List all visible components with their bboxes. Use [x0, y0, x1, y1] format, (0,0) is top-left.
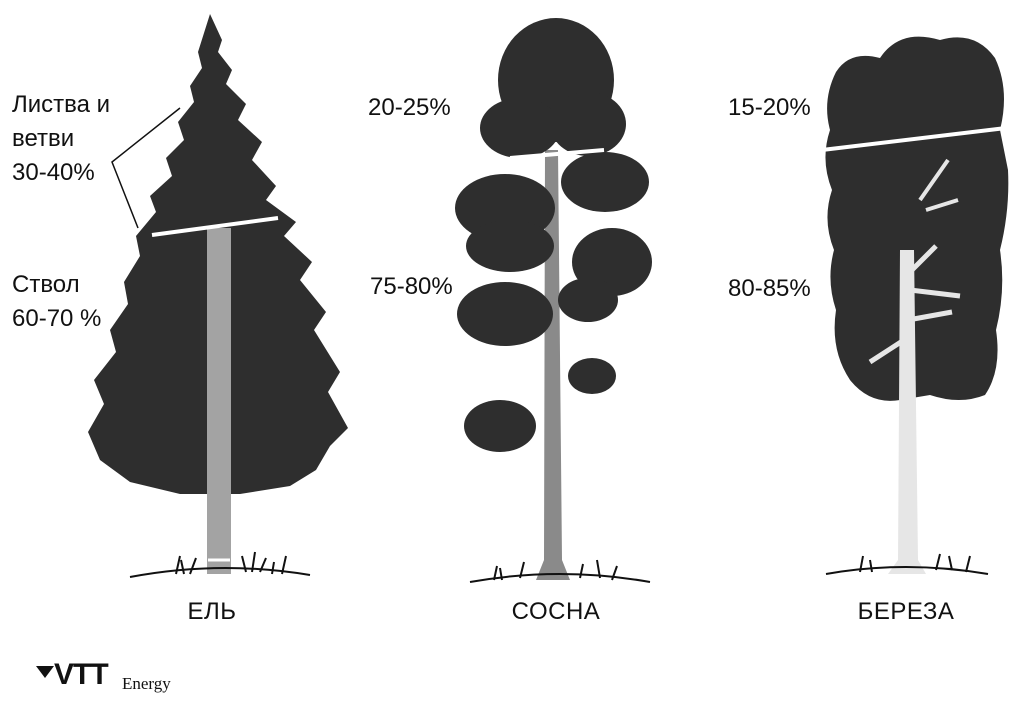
- spruce-foliage-label-line1: Листва и: [12, 91, 111, 118]
- pine-crown-i: [568, 358, 616, 394]
- pine-crown-d: [561, 152, 649, 212]
- pine-crown-j: [464, 400, 536, 452]
- spruce-trunk-percent: 60-70 %: [12, 305, 102, 332]
- birch-divider: [821, 126, 1007, 152]
- pine-name: СОСНА: [511, 598, 601, 625]
- pine-trunk: [536, 150, 570, 580]
- birch-trunk-percent: 80-85%: [728, 275, 811, 302]
- pine-tree: [455, 18, 652, 583]
- birch-trunk: [888, 250, 926, 574]
- spruce-foliage-label-line2: ветви: [12, 125, 75, 152]
- spruce-trunk: [207, 228, 231, 574]
- pine-divider: [509, 148, 605, 160]
- spruce-divider: [151, 216, 279, 237]
- spruce-foliage-callout: [111, 107, 181, 229]
- spruce-foliage-percent: 30-40%: [12, 159, 95, 186]
- spruce-name: ЕЛЬ: [187, 598, 237, 625]
- birch-tree: [821, 36, 1009, 575]
- vtt-energy-text: Energy: [122, 674, 171, 693]
- birch-grass: [859, 553, 971, 573]
- pine-foliage-percent: 20-25%: [368, 94, 451, 121]
- pine-grass: [493, 559, 618, 581]
- pine-crown-h: [558, 278, 618, 322]
- pine-trunk-percent: 75-80%: [370, 273, 453, 300]
- pine-ground: [469, 573, 651, 583]
- spruce-tree: [88, 14, 348, 578]
- birch-branch-a: [868, 244, 961, 365]
- pine-crown-b: [550, 92, 626, 156]
- spruce-trunk-label: Ствол: [12, 271, 80, 298]
- vtt-triangle-icon: [36, 666, 54, 678]
- birch-ground: [825, 566, 989, 575]
- birch-name: БЕРЕЗА: [857, 598, 955, 625]
- birch-crown: [825, 36, 1009, 401]
- pine-crown-e: [466, 220, 554, 272]
- spruce-ground: [129, 567, 311, 578]
- vtt-brand: VTT: [54, 658, 109, 691]
- spruce-grass: [175, 551, 287, 575]
- pine-crown-a: [480, 98, 560, 158]
- pine-crown-g: [457, 282, 553, 346]
- birch-foliage-percent: 15-20%: [728, 94, 811, 121]
- birch-branch-b: [918, 158, 959, 212]
